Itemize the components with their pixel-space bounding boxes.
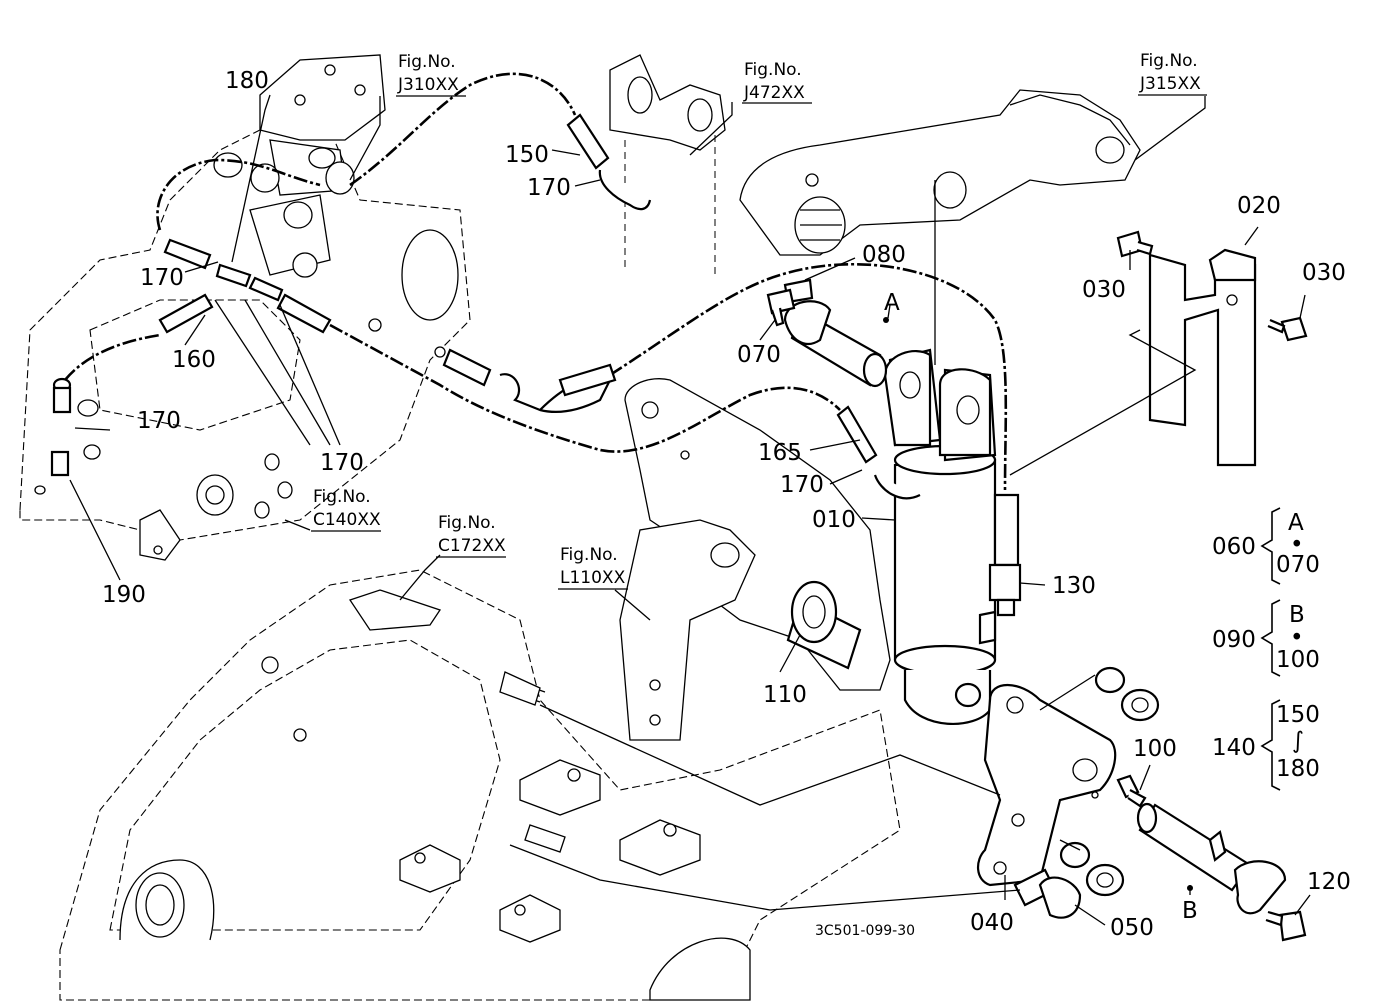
bolt-070 bbox=[766, 288, 796, 327]
fittings bbox=[50, 263, 617, 477]
label-100: 100 bbox=[1276, 647, 1320, 673]
sleeve-165 bbox=[836, 405, 921, 500]
label-170: 170 bbox=[320, 450, 364, 476]
cover-plate-020 bbox=[1148, 248, 1257, 467]
lift-arm-shaft bbox=[739, 89, 1141, 256]
fig-label: Fig.No. bbox=[744, 60, 802, 80]
label-100: 100 bbox=[1133, 736, 1177, 762]
fig-label: Fig.No. bbox=[1140, 51, 1198, 71]
fig-ref-l110: L110XX bbox=[560, 568, 626, 588]
fig-ref-c140: C140XX bbox=[313, 510, 381, 530]
label-020: 020 bbox=[1237, 193, 1281, 219]
label-165: 165 bbox=[758, 440, 802, 466]
fig-label: Fig.No. bbox=[313, 487, 371, 507]
grease-nipple-100 bbox=[1116, 774, 1147, 808]
label-060: 060 bbox=[1212, 534, 1256, 560]
hose-lines bbox=[64, 72, 1008, 491]
label-160: 160 bbox=[172, 347, 216, 373]
fig-label: Fig.No. bbox=[398, 52, 456, 72]
fig-ref-c172: C172XX bbox=[438, 536, 506, 556]
label-010: 010 bbox=[812, 507, 856, 533]
label-080: 080 bbox=[862, 242, 906, 268]
label-030: 030 bbox=[1302, 260, 1346, 286]
part-labels: 180 150 170 170 160 170 170 190 080 070 … bbox=[102, 68, 1351, 941]
label-170: 170 bbox=[140, 265, 184, 291]
label-170: 170 bbox=[527, 175, 571, 201]
figure-references: Fig.No. J310XX Fig.No. J472XX Fig.No. J3… bbox=[311, 51, 1207, 590]
label-140: 140 bbox=[1212, 735, 1256, 761]
sensor-130 bbox=[988, 493, 1022, 617]
bracket-040 bbox=[977, 684, 1117, 887]
group-dot: • bbox=[1290, 532, 1304, 558]
label-150: 150 bbox=[1276, 702, 1320, 728]
label-130: 130 bbox=[1052, 573, 1096, 599]
group-marker-b: B bbox=[1289, 602, 1305, 628]
label-050: 050 bbox=[1110, 915, 1154, 941]
set-groups: 060 A • 070 090 B • 100 140 150 ∫ 180 bbox=[1212, 507, 1320, 791]
label-040: 040 bbox=[970, 910, 1014, 936]
fig-label: Fig.No. bbox=[438, 513, 496, 533]
label-110: 110 bbox=[763, 682, 807, 708]
transmission-housing-bottom bbox=[59, 569, 901, 1001]
nut-washer-upper bbox=[1094, 666, 1160, 722]
label-070: 070 bbox=[1276, 552, 1320, 578]
drawing-code: 3C501-099-30 bbox=[815, 923, 915, 939]
fig-ref-j310: J310XX bbox=[397, 75, 459, 95]
label-180: 180 bbox=[1276, 756, 1320, 782]
label-190: 190 bbox=[102, 582, 146, 608]
group-marker-a: A bbox=[1288, 510, 1304, 536]
label-170: 170 bbox=[780, 472, 824, 498]
marker-a: A bbox=[884, 290, 900, 316]
fig-label: Fig.No. bbox=[560, 545, 618, 565]
label-030: 030 bbox=[1082, 277, 1126, 303]
pin-120 bbox=[1136, 802, 1307, 942]
fig-ref-j315: J315XX bbox=[1139, 74, 1201, 94]
hydraulic-block-left bbox=[19, 54, 471, 561]
label-090: 090 bbox=[1212, 627, 1256, 653]
marker-b: B bbox=[1182, 898, 1198, 924]
bolt-030-right bbox=[1267, 316, 1308, 342]
plug-050 bbox=[1013, 868, 1082, 919]
sleeve-180 bbox=[163, 238, 332, 334]
hydraulic-cylinder-010 bbox=[883, 348, 997, 726]
pin-080 bbox=[783, 278, 888, 388]
label-180: 180 bbox=[225, 68, 269, 94]
label-170: 170 bbox=[137, 408, 181, 434]
bolt-030-left bbox=[1116, 230, 1154, 258]
sleeve-160 bbox=[158, 293, 214, 334]
label-070: 070 bbox=[737, 342, 781, 368]
group-dot: • bbox=[1290, 625, 1304, 651]
label-120: 120 bbox=[1307, 869, 1351, 895]
fig-ref-j472: J472XX bbox=[743, 83, 805, 103]
label-150: 150 bbox=[505, 142, 549, 168]
sleeve-150 bbox=[566, 113, 652, 211]
nut-washer-lower bbox=[1059, 841, 1125, 897]
lift-arm-bracket bbox=[609, 54, 726, 275]
leader-lines bbox=[69, 94, 1311, 926]
range-symbol: ∫ bbox=[1292, 728, 1304, 754]
bushing-110 bbox=[786, 580, 862, 670]
